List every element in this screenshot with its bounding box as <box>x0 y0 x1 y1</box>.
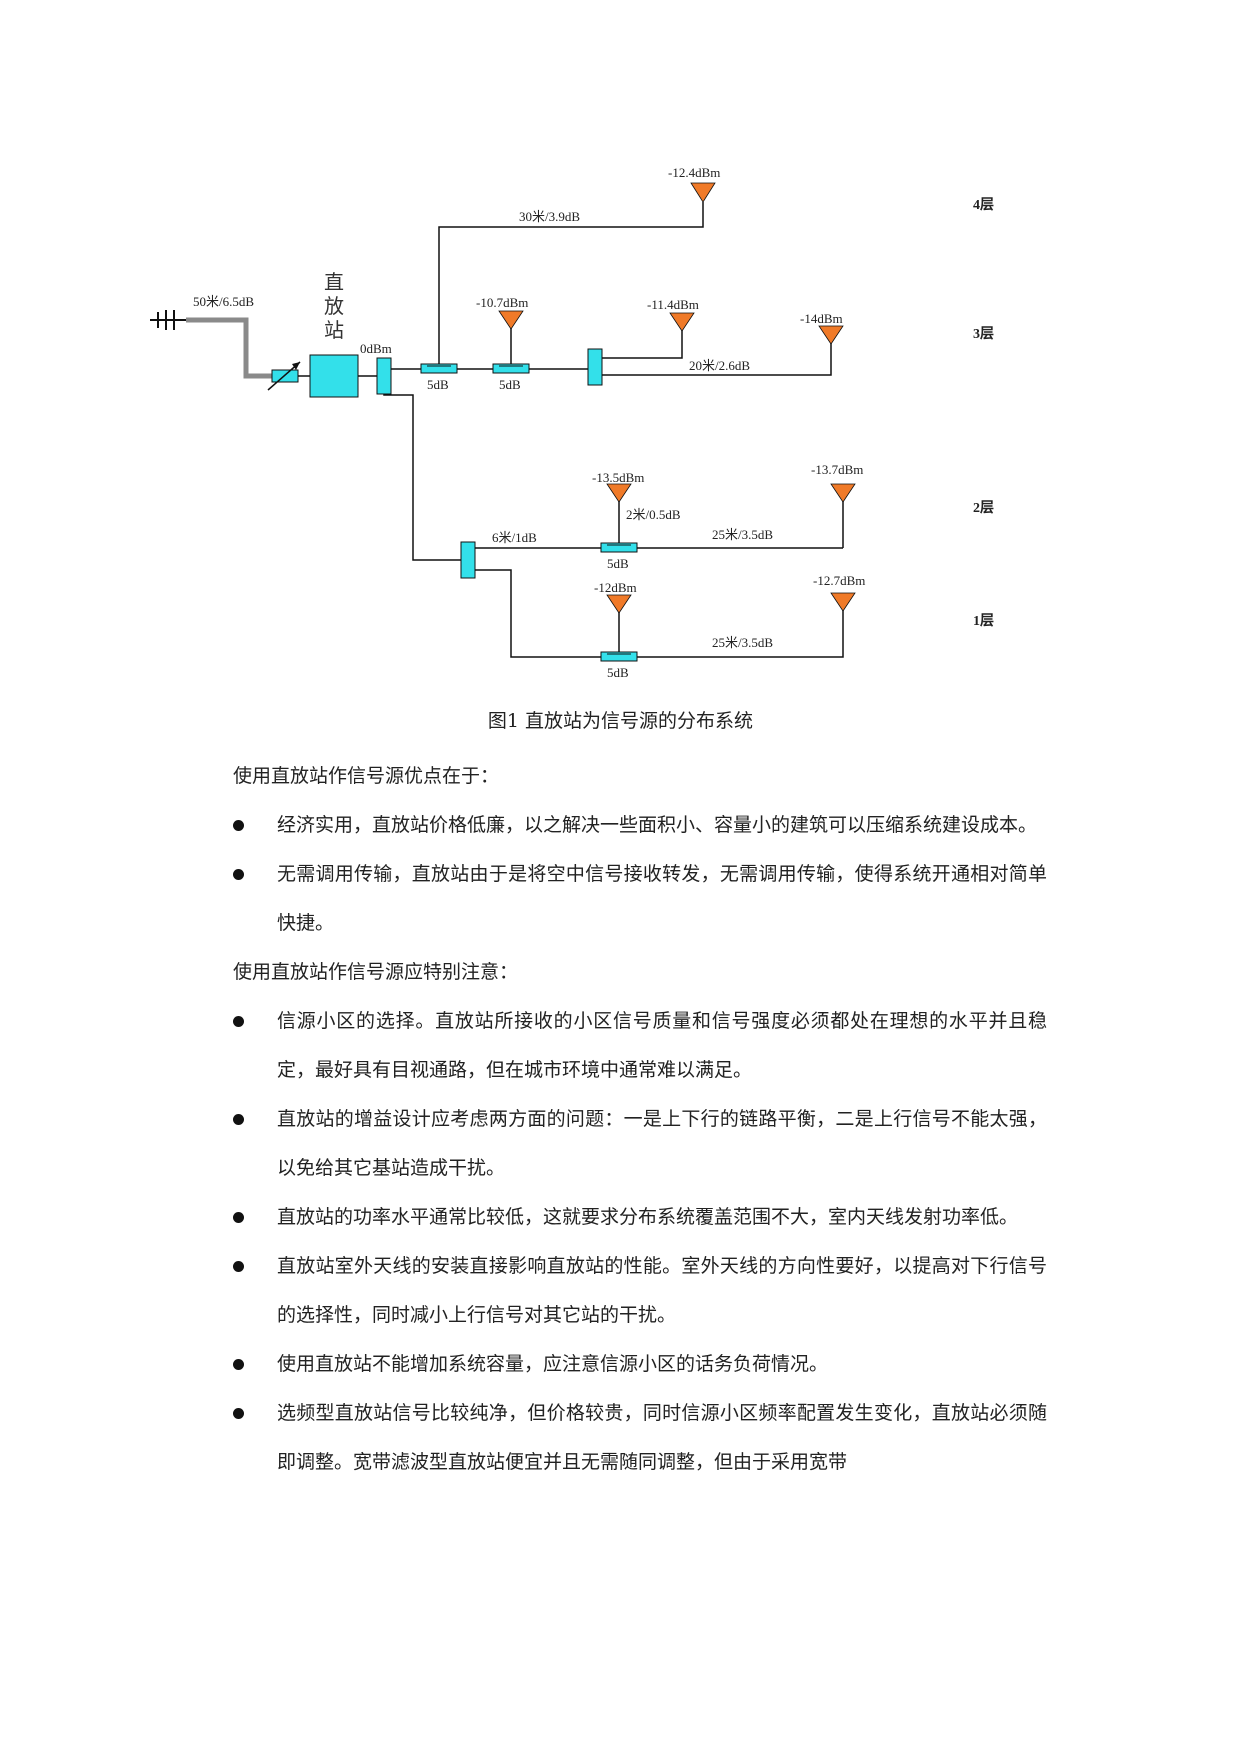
list-item-text: 直放站的增益设计应考虑两方面的问题：一是上下行的链路平衡，二是上行信号不能太强，… <box>277 1108 1047 1179</box>
coupler-3-label: 5dB <box>607 556 629 571</box>
list-item-text: 无需调用传输，直放站由于是将空中信号接收转发，无需调用传输，使得系统开通相对简单… <box>277 863 1047 934</box>
floor2-short-cable-label: 2米/0.5dB <box>626 507 681 522</box>
list-item: 信源小区的选择。直放站所接收的小区信号质量和信号强度必须都处在理想的水平并且稳定… <box>233 997 1047 1095</box>
repeater-box <box>309 354 359 398</box>
bullet-icon <box>233 869 244 880</box>
list-item-text: 直放站室外天线的安装直接影响直放站的性能。室外天线的方向性要好，以提高对下行信号… <box>277 1255 1047 1326</box>
bullet-icon <box>233 1212 244 1223</box>
floor2-level-1: -13.5dBm <box>592 470 644 485</box>
figure-caption: 图1 直放站为信号源的分布系统 <box>487 710 754 732</box>
list-item: 使用直放站不能增加系统容量，应注意信源小区的话务负荷情况。 <box>233 1340 1047 1389</box>
floor2-level-2: -13.7dBm <box>811 462 863 477</box>
list-item: 无需调用传输，直放站由于是将空中信号接收转发，无需调用传输，使得系统开通相对简单… <box>233 850 1047 948</box>
power-splitter <box>460 541 476 579</box>
advantages-list: 经济实用，直放站价格低廉，以之解决一些面积小、容量小的建筑可以压缩系统建设成本。… <box>233 801 1047 948</box>
repeater-label-1: 直 <box>324 270 344 294</box>
coupler-3 <box>600 542 638 553</box>
bullet-icon <box>233 1114 244 1125</box>
floor1-level-1: -12dBm <box>594 580 637 595</box>
bullet-icon <box>233 820 244 831</box>
list-item: 选频型直放站信号比较纯净，但价格较贵，同时信源小区频率配置发生变化，直放站必须随… <box>233 1389 1047 1487</box>
floor-label-1: 1层 <box>973 613 994 629</box>
coupler-2-label: 5dB <box>499 377 521 392</box>
bullet-icon <box>233 1261 244 1272</box>
donor-cable <box>186 317 272 379</box>
floor3-level-2: -11.4dBm <box>647 297 699 312</box>
repeater-label-2: 放 <box>324 294 344 318</box>
bullet-icon <box>233 1408 244 1419</box>
floor1-level-2: -12.7dBm <box>813 573 865 588</box>
bullet-icon <box>233 1016 244 1027</box>
list-item-text: 使用直放站不能增加系统容量，应注意信源小区的话务负荷情况。 <box>277 1353 829 1375</box>
donor-cable-label: 50米/6.5dB <box>193 294 254 309</box>
donor-antenna-icon <box>150 310 186 330</box>
floor4-cable-label: 30米/3.9dB <box>519 209 580 224</box>
coupler-1-label: 5dB <box>427 377 449 392</box>
list-item: 经济实用，直放站价格低廉，以之解决一些面积小、容量小的建筑可以压缩系统建设成本。 <box>233 801 1047 850</box>
floor3-level-1: -10.7dBm <box>476 295 528 310</box>
notes-list: 信源小区的选择。直放站所接收的小区信号质量和信号强度必须都处在理想的水平并且稳定… <box>233 997 1047 1487</box>
distribution-system-diagram: 50米/6.5dB 直 放 站 0dBm 5dB 5dB 30米/3.9dB -… <box>150 165 994 680</box>
antenna-icon <box>606 483 632 503</box>
power-splitter <box>376 357 392 395</box>
antenna-icon <box>818 325 844 345</box>
floor2-branch-cable-label: 6米/1dB <box>492 530 537 545</box>
list-item: 直放站的增益设计应考虑两方面的问题：一是上下行的链路平衡，二是上行信号不能太强，… <box>233 1095 1047 1193</box>
floor-label-2: 2层 <box>973 500 994 516</box>
floor-label-3: 3层 <box>973 326 994 342</box>
antenna-icon <box>669 312 695 332</box>
floor2-cable-label: 25米/3.5dB <box>712 527 773 542</box>
floor3-cable-label: 20米/2.6dB <box>689 358 750 373</box>
list-item-text: 直放站的功率水平通常比较低，这就要求分布系统覆盖范围不大，室内天线发射功率低。 <box>277 1206 1019 1228</box>
floor1-cable-label: 25米/3.5dB <box>712 635 773 650</box>
document-body: 使用直放站作信号源优点在于： 经济实用，直放站价格低廉，以之解决一些面积小、容量… <box>233 752 1047 1487</box>
coupler-4 <box>600 651 638 662</box>
advantages-intro: 使用直放站作信号源优点在于： <box>233 765 500 787</box>
list-item-text: 信源小区的选择。直放站所接收的小区信号质量和信号强度必须都处在理想的水平并且稳定… <box>277 1010 1047 1081</box>
list-item-text: 选频型直放站信号比较纯净，但价格较贵，同时信源小区频率配置发生变化，直放站必须随… <box>277 1402 1047 1473</box>
repeater-output-level: 0dBm <box>360 341 392 356</box>
power-splitter <box>587 348 603 386</box>
bullet-icon <box>233 1359 244 1370</box>
antenna-icon <box>498 310 524 330</box>
coupler-1 <box>420 363 458 374</box>
list-item-text: 经济实用，直放站价格低廉，以之解决一些面积小、容量小的建筑可以压缩系统建设成本。 <box>277 814 1038 836</box>
notes-intro: 使用直放站作信号源应特别注意： <box>233 961 519 983</box>
floor-label-4: 4层 <box>973 197 994 213</box>
repeater-label-3: 站 <box>324 318 344 342</box>
list-item: 直放站室外天线的安装直接影响直放站的性能。室外天线的方向性要好，以提高对下行信号… <box>233 1242 1047 1340</box>
antenna-icon <box>830 483 856 503</box>
list-item: 直放站的功率水平通常比较低，这就要求分布系统覆盖范围不大，室内天线发射功率低。 <box>233 1193 1047 1242</box>
antenna-icon <box>606 594 632 614</box>
floor3-level-3: -14dBm <box>800 311 843 326</box>
coupler-2 <box>492 363 530 374</box>
attenuator-icon <box>267 361 301 391</box>
floor4-level: -12.4dBm <box>668 165 720 180</box>
coupler-4-label: 5dB <box>607 665 629 680</box>
antenna-icon <box>830 592 856 612</box>
antenna-icon <box>690 182 716 203</box>
